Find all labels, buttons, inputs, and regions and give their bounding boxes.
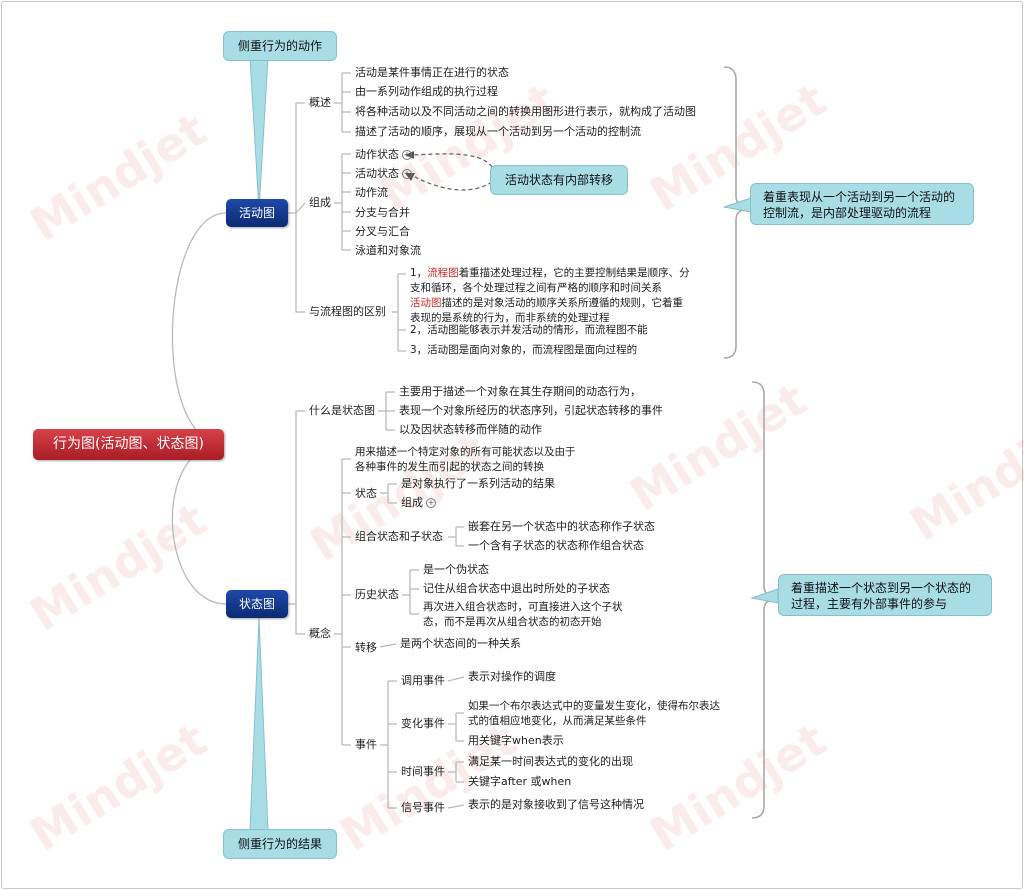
diff-point-3[interactable]: 3，活动图是面向对象的，而流程图是面向过程的 bbox=[410, 344, 638, 356]
what-item[interactable]: 表现一个对象所经历的状态序列，引起状态转移的事件 bbox=[399, 404, 663, 417]
composition-item[interactable]: 分叉与汇合 bbox=[355, 225, 410, 238]
overview-item[interactable]: 活动是某件事情正在进行的状态 bbox=[355, 66, 509, 79]
what-item[interactable]: 主要用于描述一个对象在其生存期间的动态行为， bbox=[399, 385, 641, 398]
callout-top: 侧重行为的动作 bbox=[223, 31, 337, 61]
change-event-line: 如果一个布尔表达式中的变量发生变化，使得布尔表达 bbox=[468, 700, 720, 712]
history-item[interactable]: 记住从组合状态中退出时所处的子状态 bbox=[423, 582, 610, 595]
history-label[interactable]: 历史状态 bbox=[355, 588, 399, 601]
callout-bottom: 侧重行为的结果 bbox=[223, 829, 337, 859]
signal-event-label[interactable]: 信号事件 bbox=[401, 801, 445, 814]
call-event-label[interactable]: 调用事件 bbox=[401, 674, 445, 687]
concept-intro-line: 用来描述一个特定对象的所有可能状态以及由于 bbox=[355, 446, 576, 458]
what-item[interactable]: 以及因状态转移而伴随的动作 bbox=[399, 423, 542, 436]
flowchart-keyword: 流程图 bbox=[427, 267, 459, 279]
overview-item[interactable]: 描述了活动的顺序，展现从一个活动到另一个活动的控制流 bbox=[355, 125, 641, 138]
change-event-item[interactable]: 用关键字when表示 bbox=[468, 734, 564, 747]
composite-item[interactable]: 一个含有子状态的状态称作组合状态 bbox=[468, 539, 644, 552]
status-item-label: 组成 bbox=[401, 496, 423, 509]
composite-item[interactable]: 嵌套在另一个状态中的状态称作子状态 bbox=[468, 520, 655, 533]
change-event-item[interactable]: 如果一个布尔表达式中的变量发生变化，使得布尔表达 式的值相应地变化，从而满足某些… bbox=[468, 699, 720, 729]
signal-event-item[interactable]: 表示的是对象接收到了信号这种情况 bbox=[468, 798, 644, 811]
status-item[interactable]: 组成+ bbox=[401, 496, 436, 510]
diff-text: 描述的是对象活动的顺序关系所遵循的规则，它着重 bbox=[441, 297, 684, 309]
composition-item[interactable]: 动作状态+ bbox=[355, 148, 412, 162]
time-event-item[interactable]: 满足某一时间表达式的变化的出现 bbox=[468, 755, 633, 768]
status-item[interactable]: 是对象执行了一系列活动的结果 bbox=[401, 477, 555, 490]
composition-item[interactable]: 活动状态+ bbox=[355, 167, 412, 181]
diff-text: 1， bbox=[410, 267, 428, 279]
diff-text: 表现的是系统的行为，而非系统的处理过程 bbox=[410, 312, 610, 324]
composition-item[interactable]: 泳道和对象流 bbox=[355, 244, 421, 257]
diff-point-1[interactable]: 1，流程图着重描述处理过程，它的主要控制结果是顺序、分 支和循环，各个处理过程之… bbox=[410, 266, 710, 326]
overview-label[interactable]: 概述 bbox=[309, 96, 331, 109]
root-topic[interactable]: 行为图(活动图、状态图) bbox=[33, 429, 224, 460]
concept-intro-line: 各种事件的发生而引起的状态之间的转换 bbox=[355, 461, 544, 473]
transition-item[interactable]: 是两个状态间的一种关系 bbox=[400, 637, 521, 650]
topic-state-diagram[interactable]: 状态图 bbox=[226, 590, 288, 618]
time-event-item[interactable]: 关键字after 或when bbox=[468, 775, 572, 788]
concept-intro[interactable]: 用来描述一个特定对象的所有可能状态以及由于 各种事件的发生而引起的状态之间的转换 bbox=[355, 445, 576, 475]
expand-plus-icon[interactable]: + bbox=[402, 169, 412, 179]
callout-activity-summary: 着重表现从一个活动到另一个活动的控制流，是内部处理驱动的流程 bbox=[750, 183, 974, 225]
composition-label[interactable]: 组成 bbox=[309, 196, 331, 209]
composition-item-label: 动作状态 bbox=[355, 148, 399, 161]
composition-item-label: 活动状态 bbox=[355, 167, 399, 180]
change-event-label[interactable]: 变化事件 bbox=[401, 717, 445, 730]
history-item[interactable]: 再次进入组合状态时，可直接进入这个子状 态，而不是再次从组合状态的初态开始 bbox=[423, 600, 623, 630]
transition-label[interactable]: 转移 bbox=[355, 641, 377, 654]
history-item[interactable]: 是一个伪状态 bbox=[423, 563, 489, 576]
callout-inner-transition: 活动状态有内部转移 bbox=[490, 165, 628, 195]
expand-plus-icon[interactable]: + bbox=[426, 498, 436, 508]
history-item-line: 再次进入组合状态时，可直接进入这个子状 bbox=[423, 601, 623, 613]
change-event-line: 式的值相应地变化，从而满足某些条件 bbox=[468, 715, 647, 727]
composition-item[interactable]: 动作流 bbox=[355, 186, 388, 199]
callout-state-summary: 着重描述一个状态到另一个状态的过程，主要有外部事件的参与 bbox=[778, 574, 992, 616]
history-item-line: 态，而不是再次从组合状态的初态开始 bbox=[423, 616, 602, 628]
overview-item[interactable]: 由一系列动作组成的执行过程 bbox=[355, 85, 498, 98]
expand-plus-icon[interactable]: + bbox=[402, 150, 412, 160]
topic-activity-diagram[interactable]: 活动图 bbox=[226, 199, 288, 227]
time-event-label[interactable]: 时间事件 bbox=[401, 765, 445, 778]
concept-label[interactable]: 概念 bbox=[309, 627, 331, 640]
diff-point-2[interactable]: 2，活动图能够表示并发活动的情形，而流程图不能 bbox=[410, 324, 648, 336]
call-event-item[interactable]: 表示对操作的调度 bbox=[468, 670, 556, 683]
diff-text: 着重描述处理过程，它的主要控制结果是顺序、分 bbox=[458, 267, 690, 279]
what-label[interactable]: 什么是状态图 bbox=[309, 404, 375, 417]
composite-label[interactable]: 组合状态和子状态 bbox=[355, 530, 443, 543]
diff-text: 支和循环，各个处理过程之间有严格的顺序和时间关系 bbox=[410, 282, 662, 294]
status-label[interactable]: 状态 bbox=[355, 487, 377, 500]
diff-label[interactable]: 与流程图的区别 bbox=[309, 305, 386, 318]
composition-item[interactable]: 分支与合并 bbox=[355, 206, 410, 219]
overview-item[interactable]: 将各种活动以及不同活动之间的转换用图形进行表示，就构成了活动图 bbox=[355, 105, 696, 118]
events-label[interactable]: 事件 bbox=[355, 738, 377, 751]
activity-keyword: 活动图 bbox=[410, 297, 442, 309]
